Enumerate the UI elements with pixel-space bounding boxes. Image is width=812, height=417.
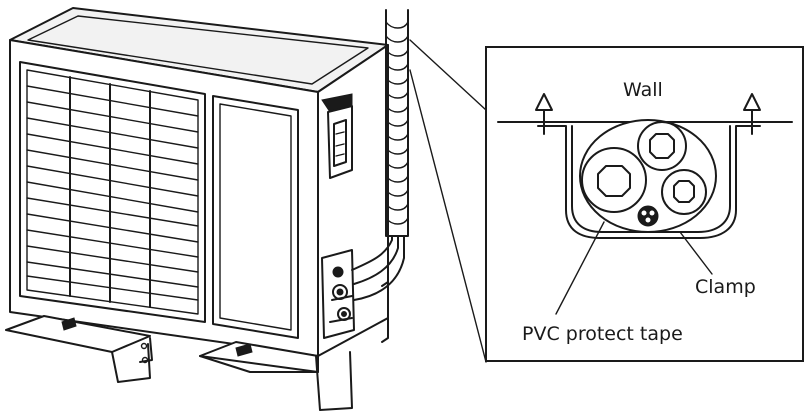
mounting-bracket (5, 315, 353, 411)
service-panel (212, 95, 299, 339)
fan-grille (19, 61, 206, 323)
tape-leader (555, 221, 605, 315)
clamp-bracket (537, 125, 761, 239)
clamp-label: Clamp (695, 276, 756, 298)
wall-label: Wall (623, 79, 663, 101)
outdoor-unit (5, 7, 405, 411)
zoom-leader-top (409, 39, 487, 111)
detail-inset: Wall Clamp PVC protect tape (485, 46, 804, 362)
pvc-tape-label: PVC protect tape (522, 323, 683, 345)
service-valves (321, 249, 355, 339)
drain-cable (637, 205, 659, 227)
pipe-right (661, 169, 707, 215)
pipe-large (581, 147, 647, 213)
grille-slats (26, 85, 199, 301)
wrapped-pipe-duct (381, 9, 409, 343)
anchor-left (533, 93, 555, 135)
carry-handle (321, 93, 353, 179)
zoom-leader-bottom (409, 69, 487, 363)
anchor-right (741, 93, 763, 135)
clamp-leader (679, 231, 713, 275)
pipe-top (637, 121, 687, 171)
